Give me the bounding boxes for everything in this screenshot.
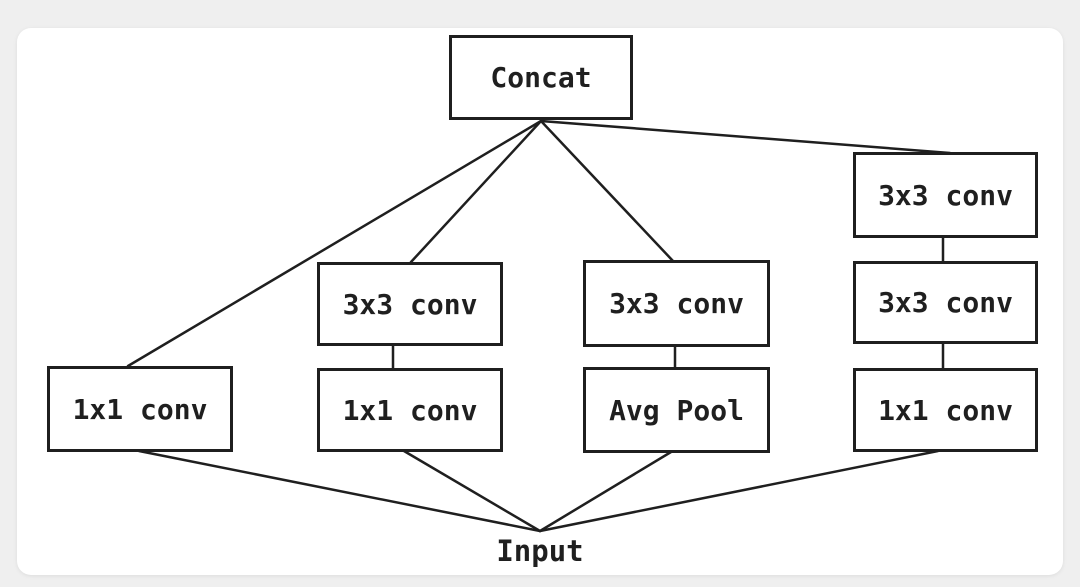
node-branch3-avgpool: Avg Pool (583, 367, 770, 453)
input-label: Input (496, 534, 584, 568)
node-branch4-conv1x1: 1x1 conv (853, 368, 1038, 452)
node-branch4-conv1x1-label: 1x1 conv (878, 393, 1013, 427)
node-branch4-conv3x3-top-label: 3x3 conv (878, 178, 1013, 212)
node-branch2-conv1x1-label: 1x1 conv (342, 393, 478, 427)
node-branch1-conv1x1: 1x1 conv (47, 366, 233, 452)
node-concat: Concat (449, 35, 633, 120)
node-branch2-conv3x3-label: 3x3 conv (342, 287, 478, 321)
node-branch4-conv3x3-mid: 3x3 conv (853, 261, 1038, 344)
node-branch1-conv1x1-label: 1x1 conv (72, 392, 208, 426)
node-branch4-conv3x3-mid-label: 3x3 conv (878, 286, 1013, 319)
node-branch2-conv3x3: 3x3 conv (317, 262, 503, 346)
node-concat-label: Concat (490, 61, 592, 94)
node-branch3-conv3x3-label: 3x3 conv (609, 287, 744, 320)
node-branch2-conv1x1: 1x1 conv (317, 368, 503, 452)
node-branch4-conv3x3-top: 3x3 conv (853, 152, 1038, 238)
node-branch3-conv3x3: 3x3 conv (583, 260, 770, 347)
node-branch3-avgpool-label: Avg Pool (609, 393, 744, 427)
